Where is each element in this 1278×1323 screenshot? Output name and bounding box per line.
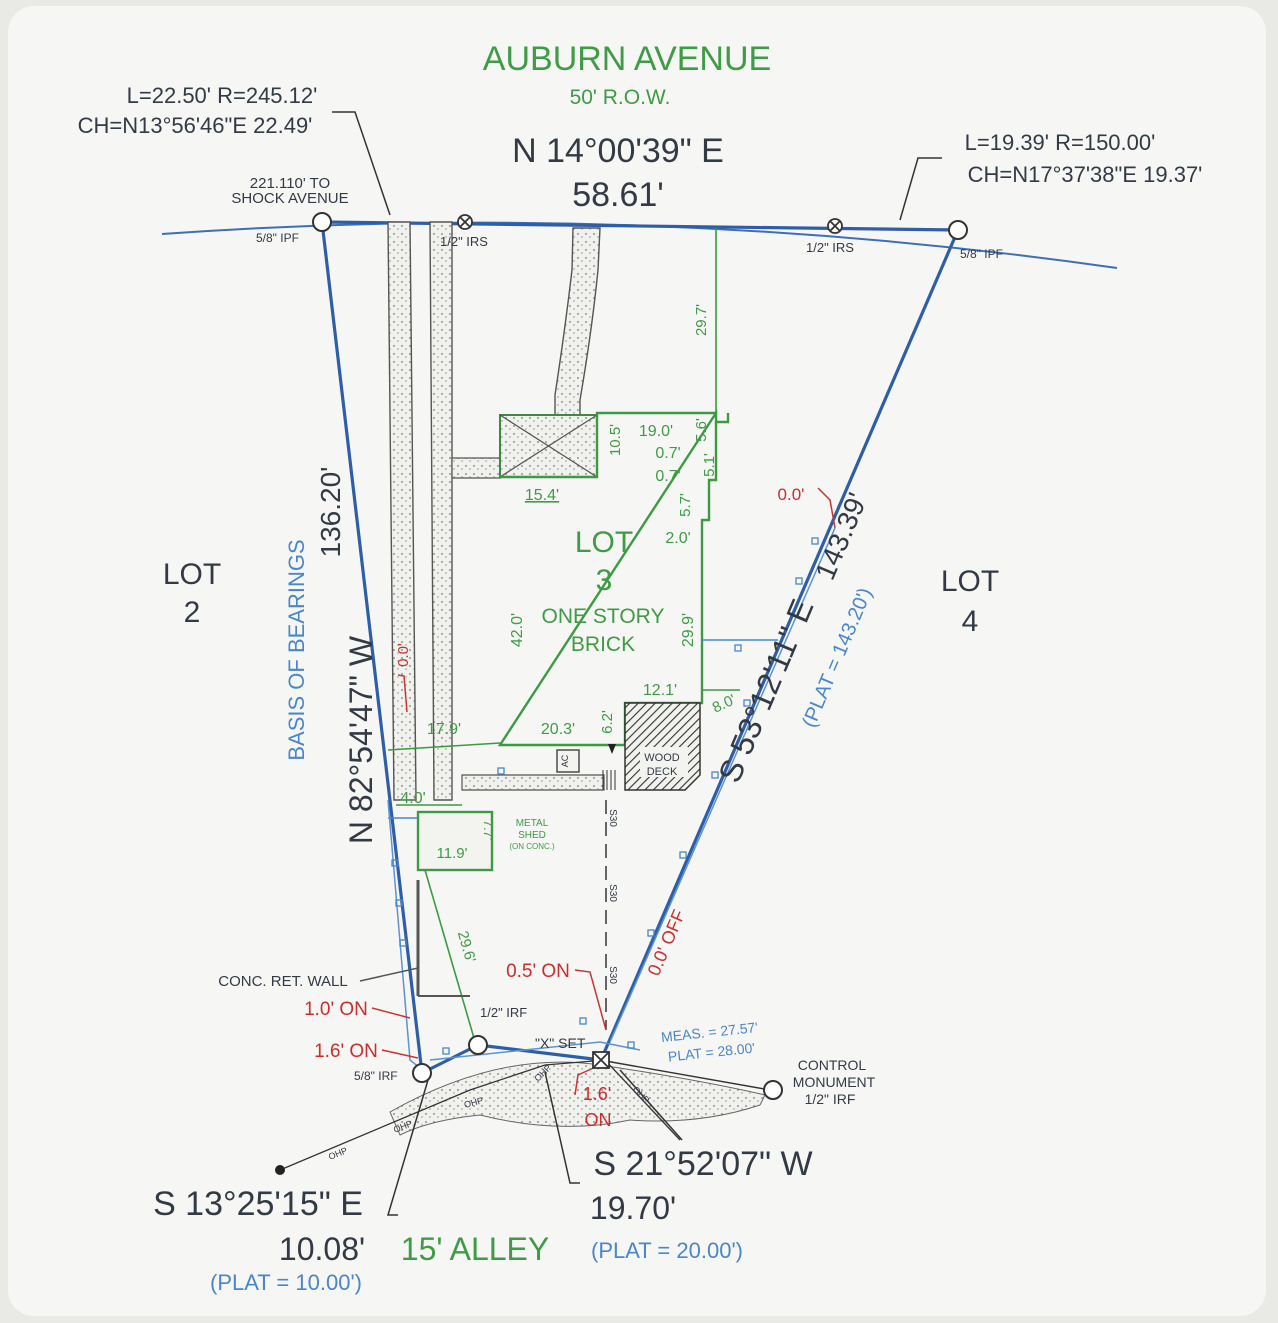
curve-right-line2: CH=N17°37'38"E 19.37': [968, 162, 1203, 187]
lot3-label-a: LOT: [575, 526, 633, 559]
dim-42: 42.0': [509, 613, 526, 647]
lot4-label-b: 4: [962, 605, 979, 638]
dim-15-4: 15.4': [525, 487, 559, 504]
dim-29-6: 29.6': [454, 929, 479, 965]
dim-8: 8.0': [710, 691, 739, 716]
irs-right-label: 1/2" IRS: [806, 240, 854, 255]
dim-19: 19.0': [639, 423, 673, 440]
survey-drawing: AUBURN AVENUE 50' R.O.W. L=22.50' R=245.…: [78, 40, 1203, 1295]
lot3-label-b: 3: [596, 564, 613, 597]
irf-bottom-marker: [468, 1035, 488, 1055]
offset-1-6-on: 1.6' ON: [314, 1041, 378, 1062]
ipf-left-label: 5/8" IPF: [256, 231, 299, 245]
curve-right-line1: L=19.39' R=150.00': [965, 130, 1156, 155]
shed-line1: METAL: [516, 818, 549, 829]
irf-bottom-label: 1/2" IRF: [480, 1005, 527, 1020]
shed-line2: SHED: [518, 830, 546, 841]
lot4-label-a: LOT: [941, 565, 999, 598]
deck-line2: DECK: [647, 766, 678, 778]
irf-bottom-left-label: 5/8" IRF: [354, 1069, 398, 1083]
pin-markers: [312, 212, 968, 1100]
ipf-left-marker: [312, 212, 332, 232]
dim-0-7a: 0.7': [655, 445, 680, 462]
ac-label: AC: [560, 754, 570, 767]
ipf-right-marker: [948, 220, 968, 240]
dim-6-2: 6.2': [599, 710, 616, 734]
dim-2: 2.0': [665, 530, 690, 547]
offset-1-6b-b: ON: [585, 1110, 612, 1130]
dim-0-7b: 0.7': [655, 468, 680, 485]
deck-line1: WOOD: [644, 752, 679, 764]
curve-left-line2: CH=N13°56'46"E 22.49': [78, 113, 313, 138]
dim-5-7: 5.7': [677, 493, 694, 517]
control-line3: 1/2" IRF: [805, 1091, 856, 1107]
dim-5-6: 5.6': [693, 418, 710, 442]
bottom-right-plat: (PLAT = 20.00'): [591, 1238, 743, 1263]
lot2-label-a: LOT: [163, 558, 221, 591]
offset-right-0: 0.0': [778, 485, 805, 504]
bottom-right-bearing: S 21°52'07" W: [593, 1145, 812, 1183]
bottom-left-distance: 10.08': [279, 1231, 365, 1267]
basis-of-bearings: BASIS OF BEARINGS: [284, 539, 309, 760]
shock-ref-line2: SHOCK AVENUE: [231, 190, 348, 207]
sewer-label-2: S30: [607, 884, 618, 902]
property-boundary: [320, 220, 960, 1075]
dim-17-9: 17.9': [427, 721, 461, 738]
dim-4: 4.0': [400, 790, 425, 807]
shed-width: 11.9': [437, 845, 468, 862]
metal-shed: [416, 810, 494, 872]
dim-5-1: 5.1': [701, 453, 718, 477]
leader-lines: [332, 111, 942, 1216]
street-name: AUBURN AVENUE: [483, 40, 771, 78]
dim-29-7: 29.7': [693, 304, 710, 336]
meas-line2: PLAT = 28.00': [667, 1040, 756, 1065]
ac-unit: [556, 749, 580, 773]
offset-left-0: 0.0': [395, 643, 412, 667]
offset-1-0-on: 1.0' ON: [304, 999, 368, 1020]
dim-29-9: 29.9': [680, 613, 697, 647]
survey-plat: AUBURN AVENUE 50' R.O.W. L=22.50' R=245.…: [8, 6, 1266, 1316]
alley-pavement: [389, 1061, 766, 1136]
x-set-label: "X" SET: [535, 1035, 586, 1051]
irf-bottom-left-marker: [412, 1063, 432, 1083]
control-monument-marker: [763, 1080, 783, 1100]
irs-left-label: 1/2" IRS: [440, 234, 488, 249]
dimension-lines: [387, 228, 740, 1046]
shock-ref-line1: 221.110' TO: [250, 175, 330, 192]
dim-20-3: 20.3': [541, 721, 575, 738]
ohp-label-3: OHP: [463, 1095, 484, 1110]
bottom-left-bearing: S 13°25'15" E: [153, 1185, 363, 1223]
offset-1-6b-a: 1.6': [583, 1084, 611, 1104]
street-row: 50' R.O.W.: [570, 86, 671, 109]
dim-12-1: 12.1': [643, 682, 677, 699]
house-desc2: BRICK: [571, 633, 635, 656]
left-bearing: N 82°54'47" W: [343, 635, 379, 844]
sewer-label-1: S30: [607, 809, 618, 827]
street-curve: [161, 221, 1118, 269]
left-distance: 136.20': [315, 467, 346, 558]
overhead-power-line: [279, 1059, 681, 1171]
ipf-right-label: 5/8" IPF: [960, 247, 1003, 261]
front-bearing: N 14°00'39" E: [512, 132, 724, 170]
sewer-label-3: S30: [607, 966, 618, 984]
front-walk: [554, 227, 601, 416]
shed-line3: (ON CONC.): [509, 842, 555, 851]
bottom-left-plat: (PLAT = 10.00'): [210, 1270, 362, 1295]
house-desc1: ONE STORY: [542, 605, 665, 628]
right-distance: 143.39': [809, 488, 873, 584]
front-distance: 58.61': [572, 176, 664, 214]
bottom-right-distance: 19.70': [590, 1190, 676, 1226]
shed-height: 7.7': [481, 820, 496, 841]
control-line2: MONUMENT: [793, 1074, 876, 1090]
offset-0-5-on: 0.5' ON: [506, 961, 570, 982]
front-porch: [499, 414, 598, 478]
lot2-label-b: 2: [184, 596, 201, 629]
control-line1: CONTROL: [798, 1057, 867, 1073]
dim-10-5: 10.5': [607, 424, 624, 456]
retaining-wall-label: CONC. RET. WALL: [218, 973, 347, 990]
alley-label: 15' ALLEY: [401, 1231, 549, 1267]
ohp-label-1: OHP: [327, 1145, 349, 1162]
curve-left-line1: L=22.50' R=245.12': [127, 83, 318, 108]
